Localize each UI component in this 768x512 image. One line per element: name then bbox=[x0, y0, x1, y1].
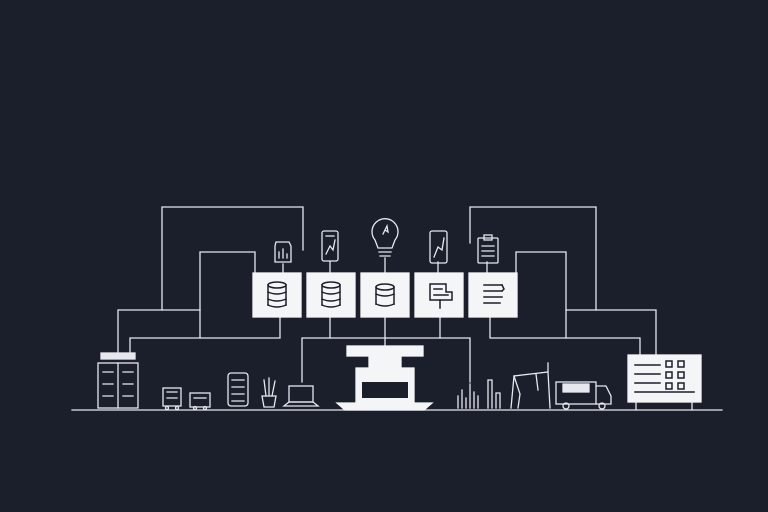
control-panel-icon bbox=[627, 354, 702, 411]
building-icon bbox=[97, 352, 139, 409]
hub-box-5 bbox=[468, 272, 518, 318]
hub-box-2 bbox=[306, 272, 356, 318]
lightbulb-icon bbox=[371, 218, 399, 257]
cart-icon bbox=[162, 387, 182, 411]
phone-chart-icon bbox=[321, 230, 339, 262]
factory-bars-icon bbox=[457, 379, 501, 409]
delivery-truck-icon bbox=[555, 381, 612, 410]
kiosk-icon bbox=[227, 372, 249, 407]
phone-growth-icon bbox=[429, 230, 448, 264]
plant-pot-icon bbox=[261, 377, 277, 408]
hub-box-3 bbox=[360, 272, 410, 318]
connector-lines bbox=[71, 206, 723, 411]
crane-icon bbox=[510, 362, 551, 409]
hub-box-1 bbox=[252, 272, 302, 318]
truck-small-icon bbox=[189, 392, 211, 411]
hub-box-4 bbox=[414, 272, 464, 318]
bar-chart-tag-icon bbox=[274, 241, 292, 263]
clipboard-list-icon bbox=[477, 234, 499, 264]
central-station-icon bbox=[335, 345, 434, 411]
laptop-icon bbox=[282, 385, 320, 407]
